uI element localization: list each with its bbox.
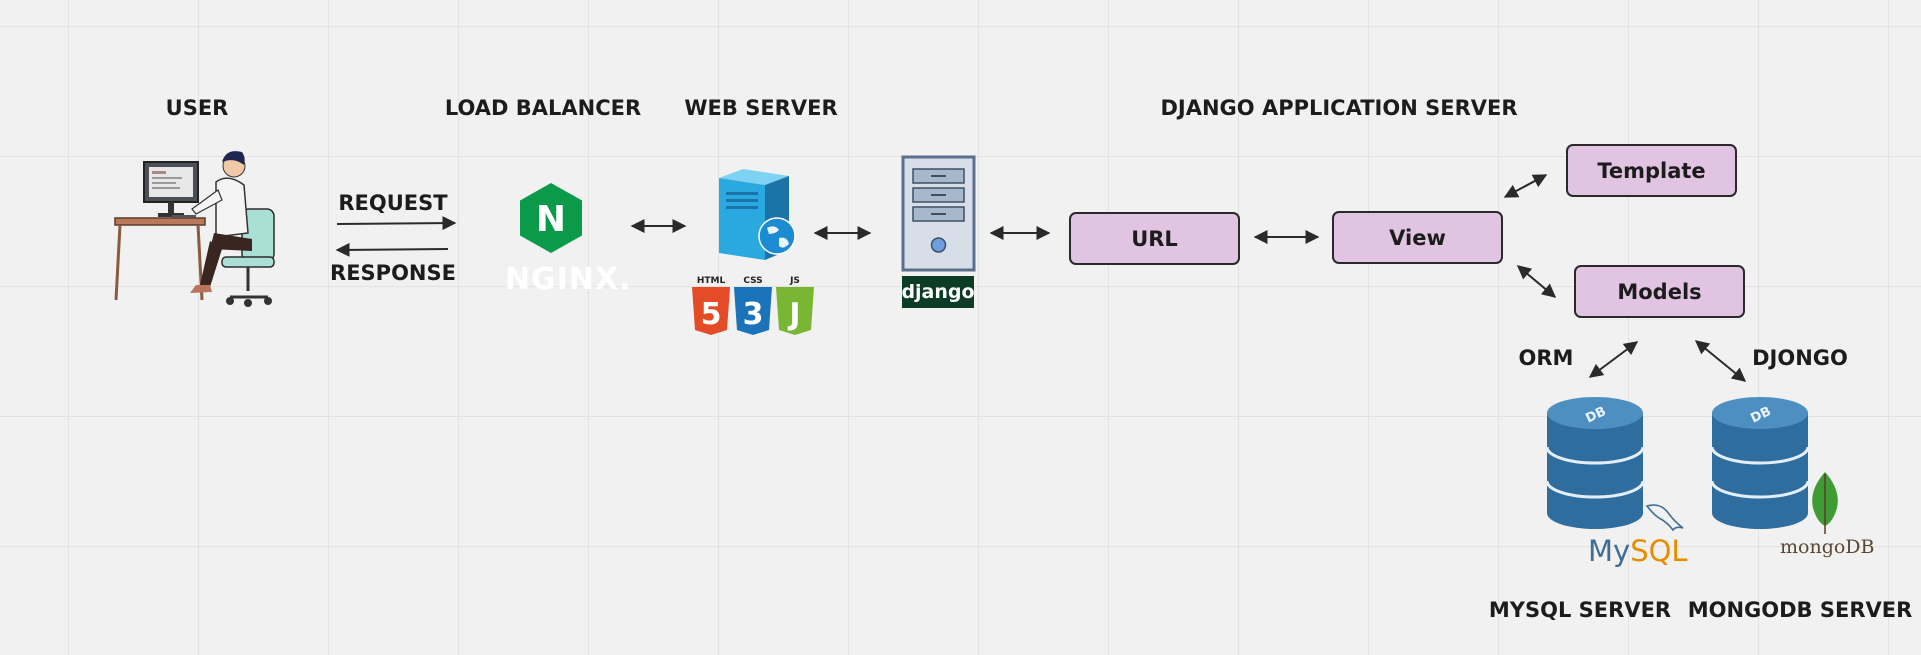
view-template-arrow bbox=[1503, 174, 1548, 198]
response-arrow bbox=[335, 242, 449, 257]
mongodb-wordmark: mongoDB bbox=[1780, 536, 1875, 558]
mysql-dolphin-icon bbox=[1645, 504, 1684, 532]
template-box[interactable]: Template bbox=[1566, 144, 1737, 197]
mongodb-server-label: MONGODB SERVER bbox=[1687, 598, 1913, 622]
nginx-logo-icon: N bbox=[520, 183, 582, 253]
js-letter: J bbox=[787, 297, 800, 332]
models-box[interactable]: Models bbox=[1574, 265, 1745, 318]
mysql-sql: SQL bbox=[1630, 534, 1688, 568]
models-mongodb-arrow bbox=[1694, 340, 1747, 382]
js-caption: JS bbox=[789, 276, 800, 286]
mysql-my: My bbox=[1588, 534, 1631, 568]
django-wordmark: django bbox=[901, 281, 975, 303]
css3-digit: 3 bbox=[743, 297, 764, 332]
load-balancer-label: LOAD BALANCER bbox=[444, 96, 642, 120]
django-logo: django bbox=[901, 276, 975, 308]
css-caption: CSS bbox=[743, 276, 762, 286]
user-at-desk-icon bbox=[114, 151, 275, 307]
html5-shield-icon bbox=[692, 287, 730, 335]
template-box-label: Template bbox=[1597, 158, 1706, 183]
web-server-icon bbox=[719, 169, 796, 260]
mongodb-database-icon: DB bbox=[1710, 397, 1810, 529]
djongo-label: DJONGO bbox=[1752, 346, 1848, 370]
html-caption: HTML bbox=[697, 276, 726, 286]
html-css-js-icons: HTML CSS JS 5 3 J bbox=[692, 276, 814, 335]
css3-shield-icon bbox=[734, 287, 772, 335]
view-models-arrow bbox=[1516, 265, 1557, 298]
mysql-server-label: MYSQL SERVER bbox=[1488, 598, 1672, 622]
mysql-wordmark: MySQL bbox=[1588, 534, 1688, 568]
nginx-letter: N bbox=[536, 199, 566, 240]
models-box-label: Models bbox=[1617, 279, 1702, 304]
request-arrow bbox=[336, 216, 457, 231]
models-mysql-arrow bbox=[1588, 341, 1639, 378]
nginx-wordmark: NGINX. bbox=[505, 262, 632, 297]
django-application-server-label: DJANGO APPLICATION SERVER bbox=[1160, 96, 1518, 120]
response-label: RESPONSE bbox=[330, 261, 456, 285]
url-box-label: URL bbox=[1131, 226, 1178, 251]
mysql-database-icon: DB bbox=[1545, 397, 1645, 529]
js-shield-icon bbox=[776, 287, 814, 335]
orm-label: ORM bbox=[1518, 346, 1574, 370]
url-box[interactable]: URL bbox=[1069, 212, 1240, 265]
request-label: REQUEST bbox=[338, 191, 448, 215]
view-box[interactable]: View bbox=[1332, 211, 1503, 264]
mongodb-leaf-icon bbox=[1812, 472, 1838, 534]
view-box-label: View bbox=[1389, 225, 1446, 250]
html5-digit: 5 bbox=[701, 297, 722, 332]
user-label: USER bbox=[165, 96, 229, 120]
app-server-tower-icon bbox=[901, 155, 976, 272]
web-server-label: WEB SERVER bbox=[684, 96, 838, 120]
